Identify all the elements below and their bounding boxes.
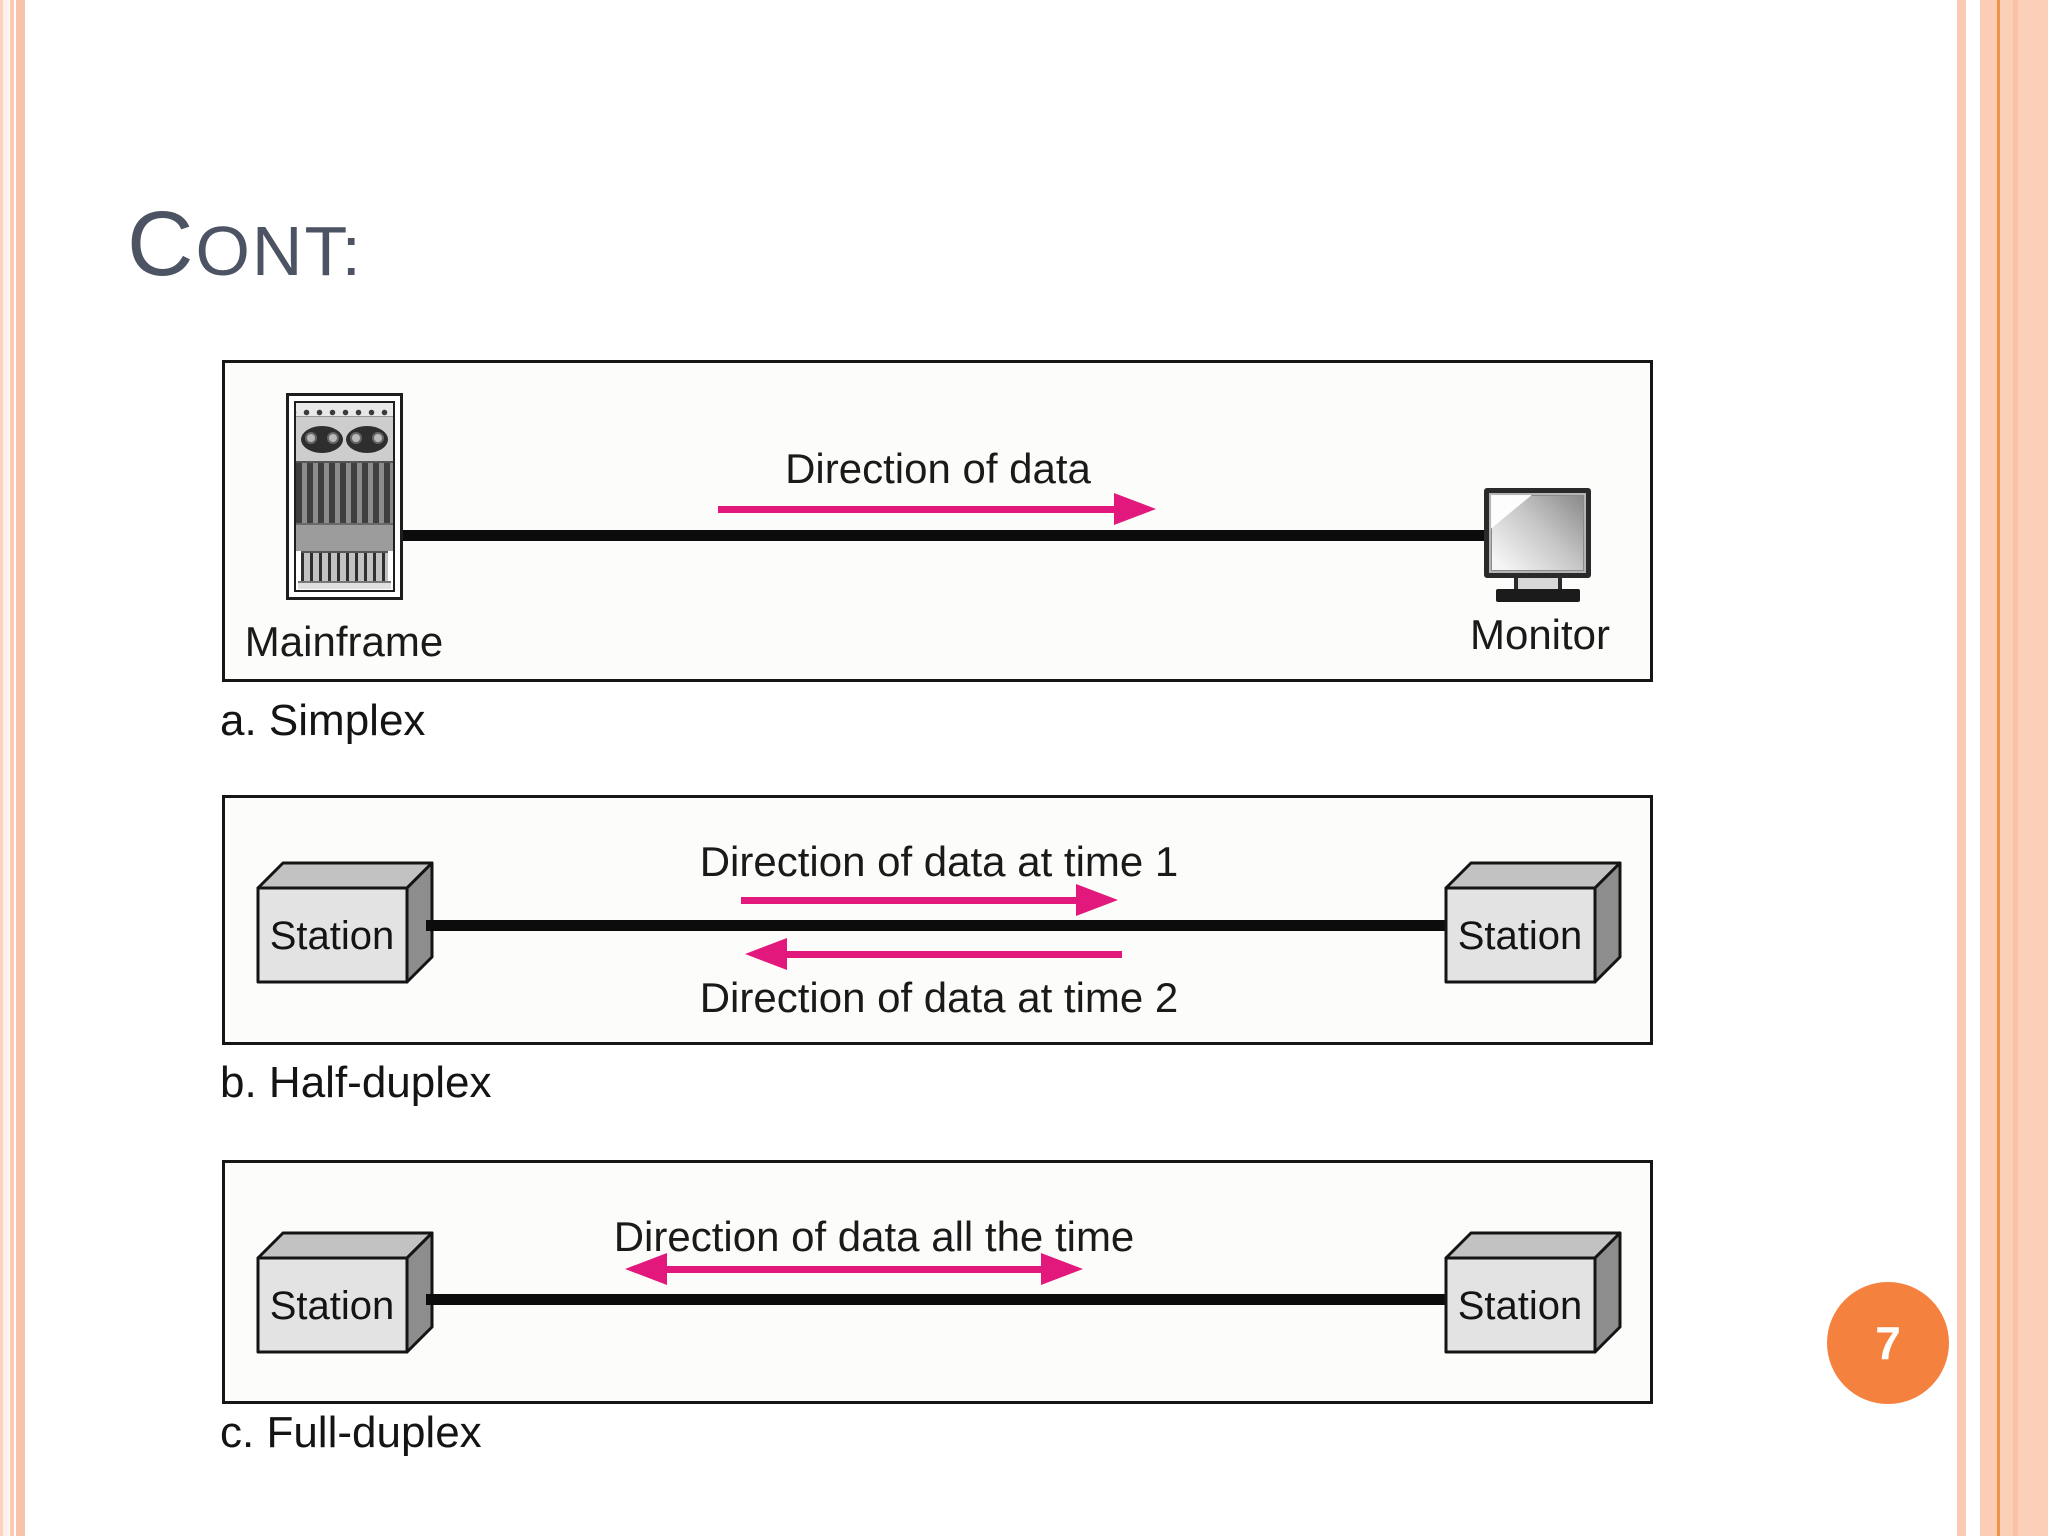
page-title: CONT: [127,198,363,290]
tape-reel-icon [300,425,343,453]
right-stripe-thin [1957,0,1966,1536]
monitor-base [1495,589,1580,602]
arrow-shaft [779,951,1122,958]
tape-reel-icon [346,425,389,453]
page-title-rest: ONT: [195,212,363,290]
caption-half-duplex: b. Half-duplex [220,1058,492,1107]
figure-half-duplex-box: Station Direction of data at time 1 Dire… [222,795,1653,1045]
left-edge-stripe-faint [3,0,9,1536]
page-title-initial: C [127,193,196,295]
monitor-screen [1484,488,1591,578]
half-duplex-arrow1-label: Direction of data at time 1 [699,838,1179,885]
monitor-icon [1484,488,1591,602]
arrow-shaft [718,506,1122,513]
simplex-link-line [403,530,1484,541]
arrow-shaft [659,1266,1049,1273]
station-box-icon: Station [1444,1231,1622,1354]
mainframe-panel [296,525,393,551]
mainframe-foot [298,581,391,589]
caption-simplex: a. Simplex [220,696,426,745]
arrow-right-icon [718,493,1156,525]
right-stripe-dark-line [1997,0,2000,1536]
mainframe-dots [296,403,393,417]
arrow-shaft [741,897,1084,904]
left-stripe-thin [10,0,14,1536]
right-edge-band-shade [2013,0,2018,1536]
mainframe-icon [286,393,403,600]
station-label: Station [1458,1284,1583,1328]
monitor-label: Monitor [1469,611,1611,658]
arrow-head [1114,493,1156,525]
station-label: Station [270,914,395,958]
monitor-neck [1513,578,1562,589]
mainframe-label: Mainframe [244,618,444,665]
figure-simplex-box: Mainframe Direction of data Monitor [222,360,1653,682]
caption-full-duplex: c. Full-duplex [220,1408,482,1457]
full-duplex-arrow-label: Direction of data all the time [613,1213,1135,1260]
station-label: Station [270,1284,395,1328]
mainframe-icon-body [294,401,395,592]
full-duplex-link-line [426,1294,1446,1305]
figure-full-duplex-box: Station Direction of data all the time S… [222,1160,1653,1404]
station-box-icon: Station [256,1231,434,1354]
arrow-head [1041,1253,1083,1285]
station-box-icon: Station [256,861,434,984]
arrow-double-icon [625,1253,1083,1285]
right-stripe-band [1980,0,1997,1536]
page-number-badge: 7 [1827,1282,1949,1404]
half-duplex-arrow2-label: Direction of data at time 2 [699,974,1179,1021]
mainframe-grille [301,551,388,581]
station-box-icon: Station [1444,861,1622,984]
arrow-head [1076,884,1118,916]
mainframe-stripes [296,463,393,525]
station-label: Station [1458,914,1583,958]
left-stripe-wide [16,0,25,1536]
right-edge-band [2000,0,2048,1536]
arrow-head [625,1253,667,1285]
simplex-arrow-label: Direction of data [785,445,1091,492]
half-duplex-link-line [426,920,1446,931]
arrow-left-icon [745,938,1122,970]
arrow-right-icon [741,884,1118,916]
arrow-head [745,938,787,970]
left-edge-stripe-outer [0,0,3,1536]
mainframe-tape-reels [296,417,393,463]
